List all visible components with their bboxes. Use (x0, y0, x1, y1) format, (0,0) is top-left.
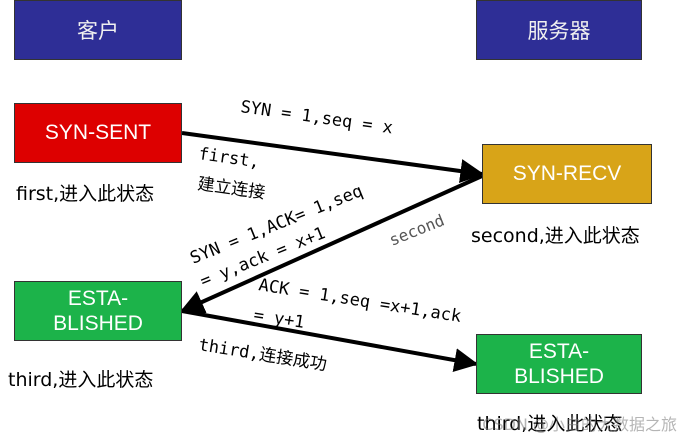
watermark: CSDN @小白的大数据之旅 (482, 415, 677, 434)
arrow-first-label-3: 建立连接 (196, 174, 266, 203)
note-third-server: third,进入此状态 (477, 413, 623, 435)
state-client-established-label: ESTA- BLISHED (53, 286, 143, 335)
arrow-third (181, 309, 479, 372)
arrow-second (179, 174, 483, 314)
arrow-first-label-1: SYN = 1,seq = x (239, 97, 394, 138)
state-syn-sent: SYN-SENT (14, 103, 182, 163)
client-header-label: 客户 (77, 19, 119, 43)
note-second: second,进入此状态 (471, 225, 640, 247)
note-first: first,进入此状态 (16, 183, 155, 205)
note-third-client: third,进入此状态 (8, 369, 154, 391)
client-header: 客户 (14, 0, 182, 60)
arrow-third-label-2: = y+1 (252, 305, 306, 333)
state-syn-recv-label: SYN-RECV (512, 162, 622, 186)
state-server-established: ESTA- BLISHED (476, 334, 642, 394)
server-header-label: 服务器 (527, 19, 591, 43)
server-header: 服务器 (476, 0, 642, 60)
state-client-established: ESTA- BLISHED (14, 281, 182, 341)
state-syn-sent-label: SYN-SENT (44, 121, 152, 145)
arrow-first (181, 131, 485, 183)
state-server-established-label: ESTA- BLISHED (514, 339, 604, 388)
state-syn-recv: SYN-RECV (482, 144, 652, 204)
arrow-third-label-3: third,连接成功 (197, 335, 328, 375)
arrow-first-label-2: first, (197, 144, 261, 172)
